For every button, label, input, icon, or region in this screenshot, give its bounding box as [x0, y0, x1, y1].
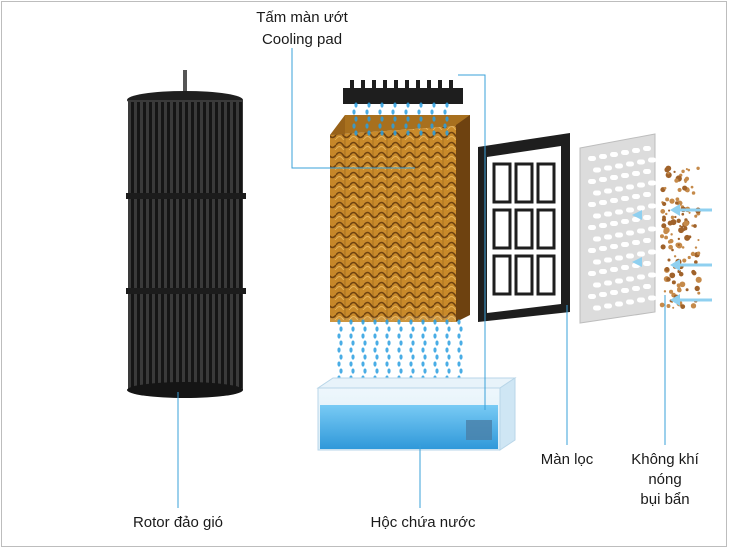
water-tank-icon	[316, 377, 517, 451]
honeycomb-filter-icon	[579, 133, 656, 324]
water-distributor-icon	[343, 80, 463, 104]
cooling-pad-icon	[330, 115, 470, 322]
label-air-line2: nóng	[648, 471, 682, 488]
label-cooling-pad-line1: Tấm màn ướt	[256, 9, 348, 26]
label-rotor: Rotor đảo gió	[132, 514, 224, 531]
fan-rotor-icon	[126, 70, 246, 398]
label-air-line1: Không khí	[631, 451, 699, 468]
water-drips-top-icon	[352, 102, 449, 136]
leader-lines	[177, 48, 666, 508]
label-air-line3: bụi bẩn	[640, 491, 690, 508]
label-filter: Màn lọc	[540, 451, 594, 468]
filter-frame-icon	[478, 133, 570, 322]
label-cooling-pad-line2: Cooling pad	[261, 31, 343, 48]
airflow-arrow-icon	[632, 204, 712, 306]
label-water-tank: Hộc chứa nước	[370, 514, 476, 531]
dust-particles-icon	[659, 165, 702, 309]
